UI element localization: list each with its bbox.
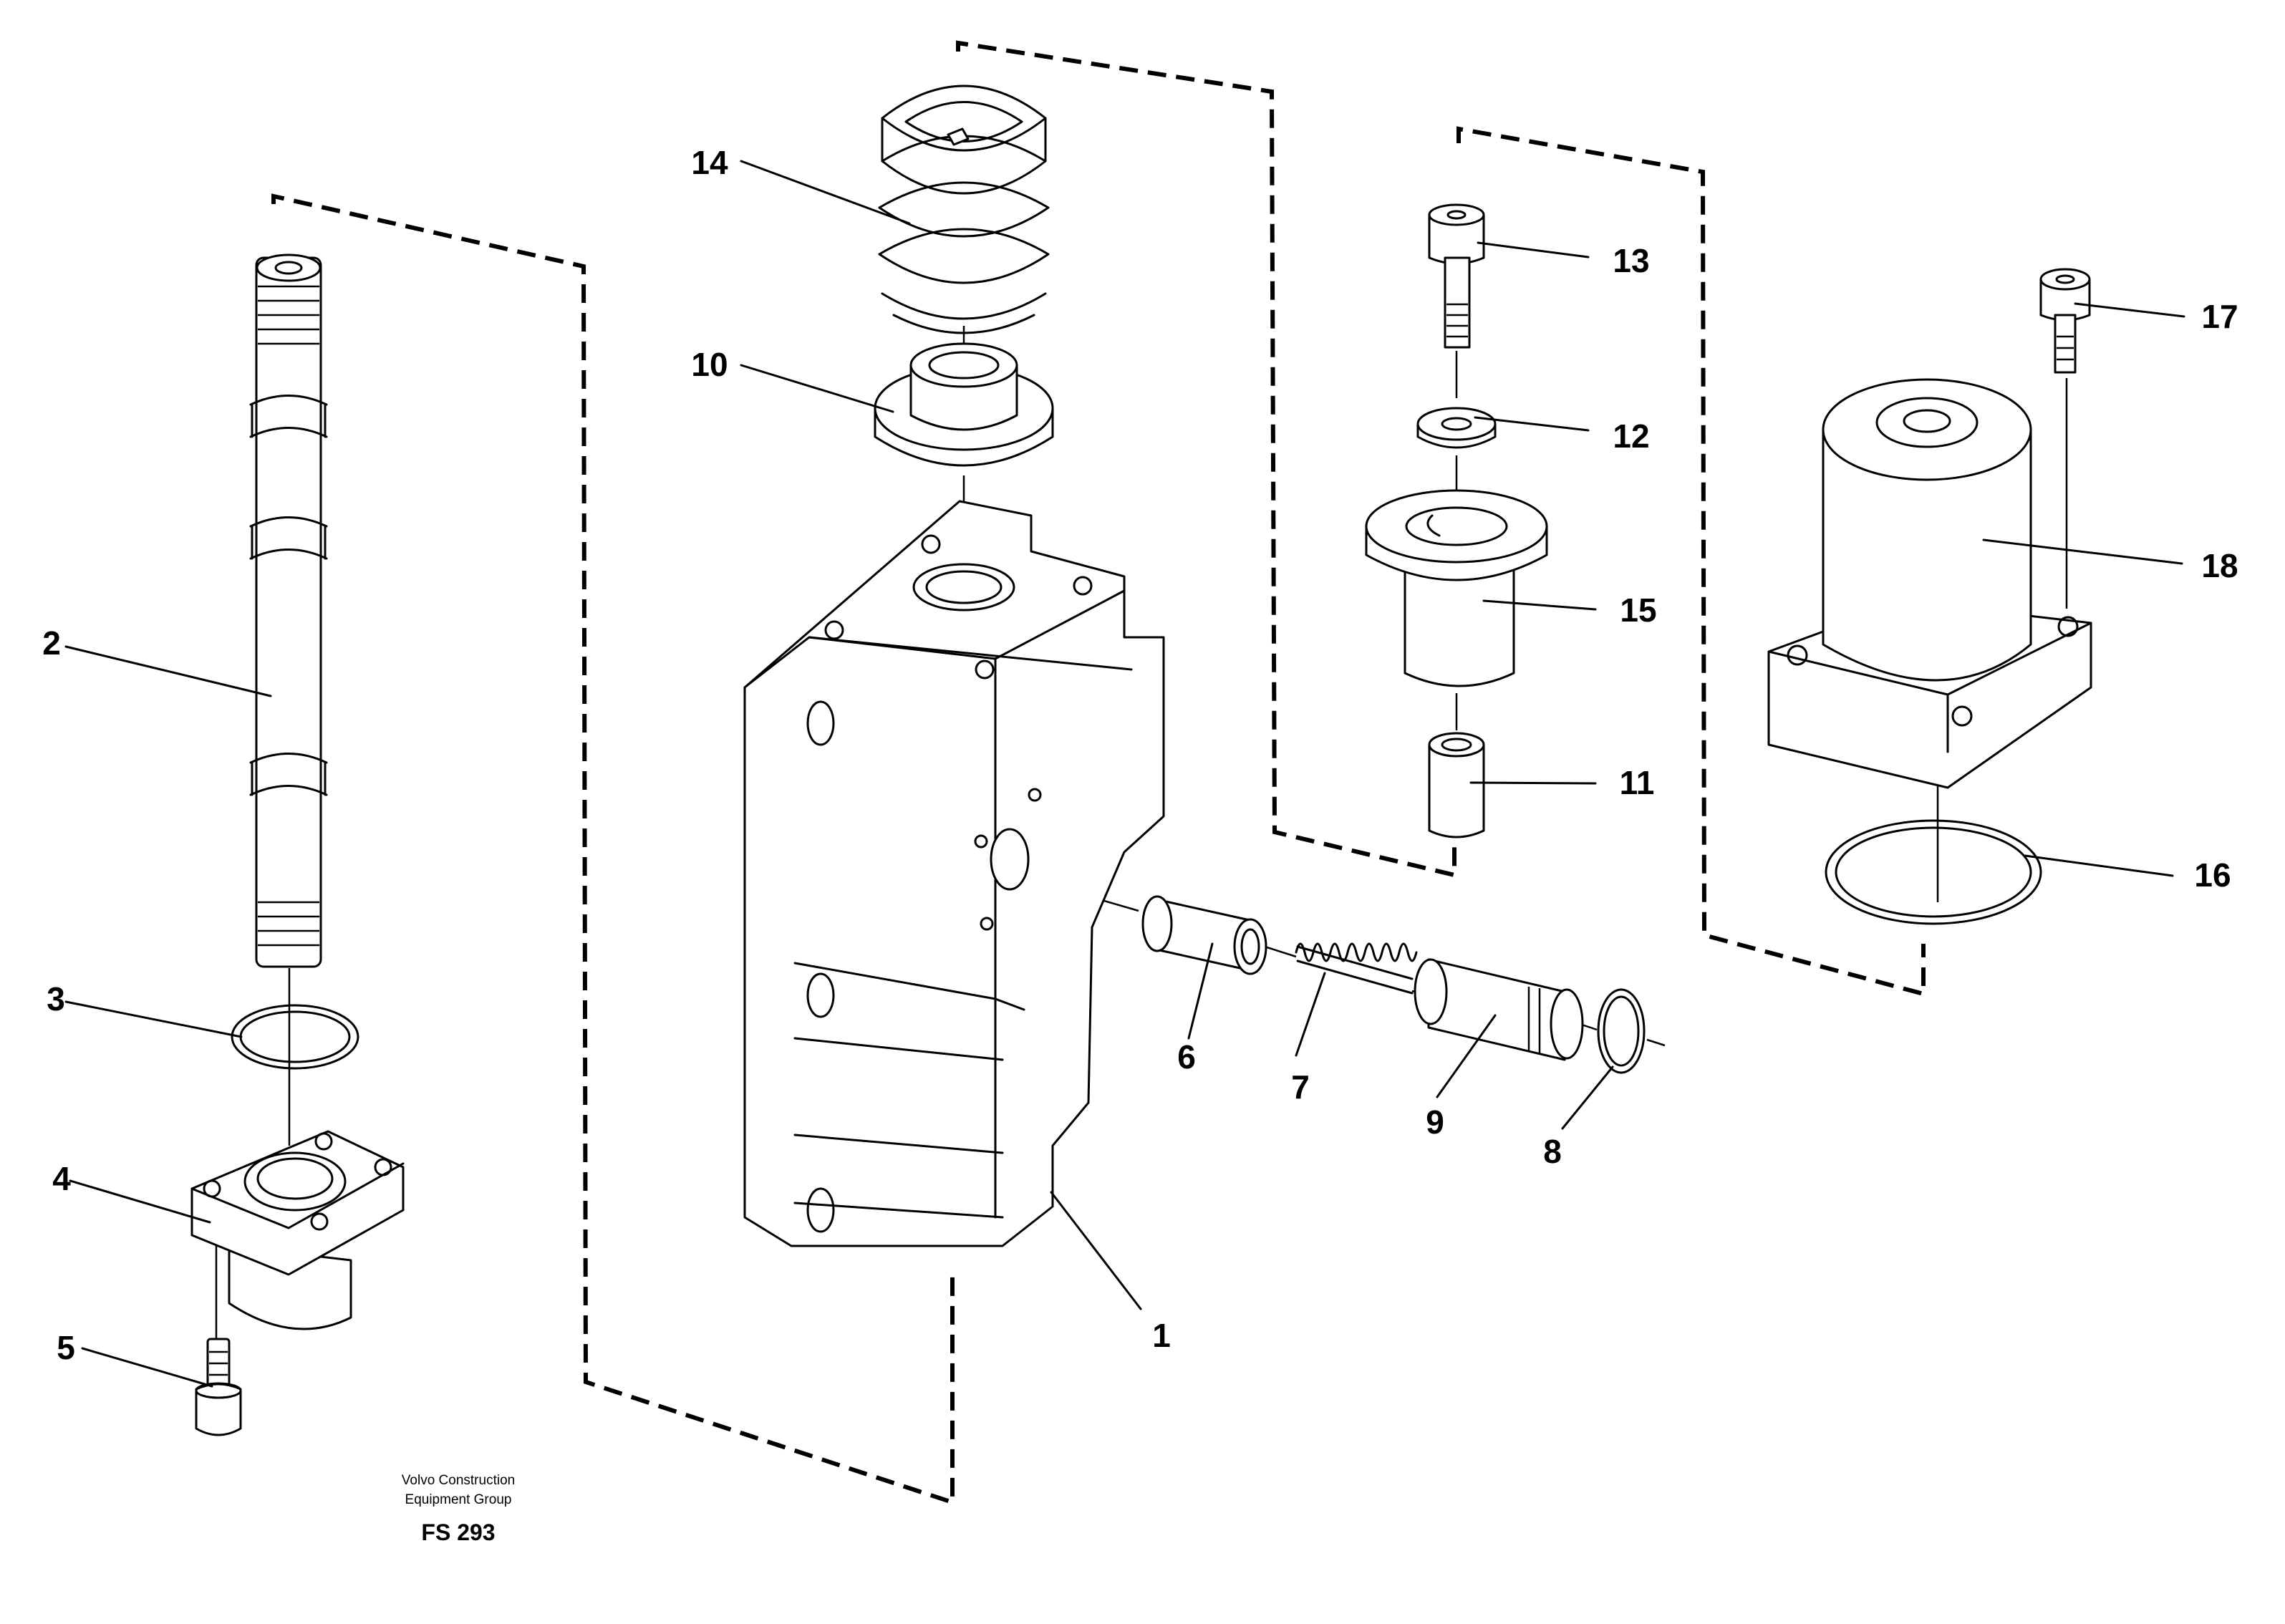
part-6-sleeve xyxy=(1141,895,1267,975)
figure-code: FS 293 xyxy=(421,1519,495,1545)
axis-lines xyxy=(215,326,2068,1359)
part-11-sleeve xyxy=(1428,732,1485,838)
credit-block: Volvo Construction Equipment Group FS 29… xyxy=(402,1473,515,1545)
part-14-spring xyxy=(878,84,1050,334)
part-15-bushing xyxy=(1365,489,1548,687)
part-2-pipe xyxy=(249,253,328,968)
callout-16: 16 xyxy=(2194,856,2231,894)
callout-1: 1 xyxy=(1152,1317,1171,1354)
part-9-plug xyxy=(1414,958,1584,1061)
leader-lines xyxy=(64,160,2185,1388)
callout-17: 17 xyxy=(2201,298,2238,335)
part-7-spring xyxy=(1295,942,1418,995)
assembly-guides xyxy=(271,40,1926,1506)
part-17-screw xyxy=(2039,268,2091,374)
callout-5: 5 xyxy=(57,1329,75,1366)
callout-14: 14 xyxy=(691,144,728,181)
part-8-snap-ring xyxy=(1597,988,1646,1074)
callout-7: 7 xyxy=(1291,1068,1310,1106)
part-16-seal-ring xyxy=(1825,819,2042,925)
callout-3: 3 xyxy=(47,980,65,1018)
credit-line-2: Equipment Group xyxy=(405,1492,512,1507)
callout-2: 2 xyxy=(42,624,61,662)
callout-6: 6 xyxy=(1177,1038,1196,1076)
part-5-screw xyxy=(195,1338,242,1436)
part-4-flange xyxy=(190,1130,405,1330)
callout-13: 13 xyxy=(1613,242,1649,279)
callout-11: 11 xyxy=(1620,764,1655,801)
part-3-o-ring xyxy=(231,1004,359,1070)
callout-4: 4 xyxy=(52,1160,71,1197)
callout-9: 9 xyxy=(1426,1103,1444,1141)
callout-10: 10 xyxy=(691,346,728,383)
callout-15: 15 xyxy=(1620,591,1656,629)
part-10-spring-seat xyxy=(874,342,1054,467)
callout-12: 12 xyxy=(1613,417,1649,455)
callout-18: 18 xyxy=(2201,547,2238,584)
credit-line-1: Volvo Construction xyxy=(402,1473,515,1488)
part-13-bolt xyxy=(1428,203,1485,349)
callout-8: 8 xyxy=(1543,1133,1562,1170)
part-12-washer xyxy=(1416,407,1497,449)
callout-labels: 1 2 3 4 5 6 7 8 9 10 11 12 13 14 15 16 1… xyxy=(42,144,2238,1366)
part-18-cover xyxy=(1767,378,2092,789)
part-1-housing xyxy=(743,500,1165,1247)
